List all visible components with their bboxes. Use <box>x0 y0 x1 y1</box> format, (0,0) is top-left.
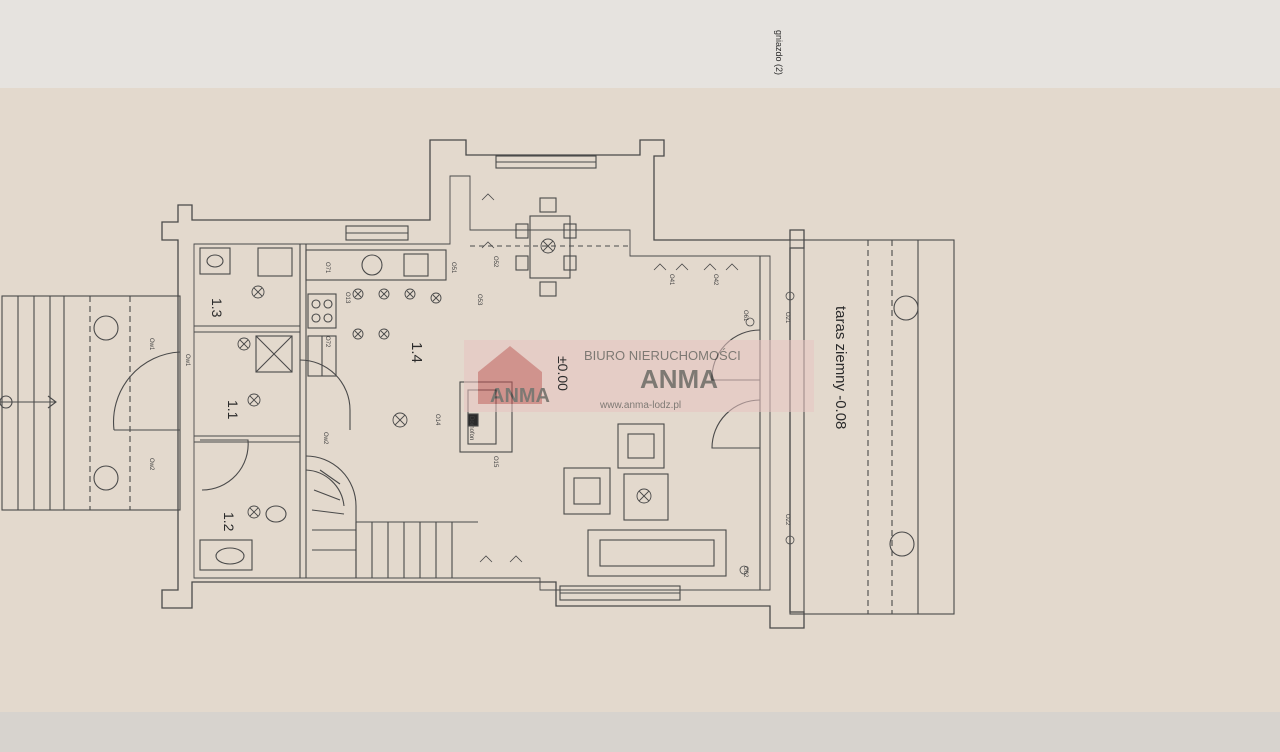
watermark-house-icon <box>478 346 542 404</box>
label-o51: O51 <box>450 262 456 274</box>
label-o72: O72 <box>324 336 330 348</box>
kitchen-counter <box>305 249 447 377</box>
interior-walls <box>194 244 761 590</box>
label-o41: O41 <box>668 274 674 286</box>
bathroom-fixtures <box>199 247 293 571</box>
bottom-window <box>559 585 681 601</box>
room-label-1-4: 1.4 <box>408 342 425 363</box>
level-label: ±0.00 <box>555 356 571 391</box>
light-fixtures <box>237 238 652 519</box>
label-o22: O22 <box>784 514 790 526</box>
label-o71: O71 <box>324 262 330 274</box>
staircase <box>305 455 478 578</box>
label-o14: O14 <box>434 414 440 426</box>
label-domofon: Domofon <box>468 416 474 440</box>
terrace-label: taras ziemny -0.08 <box>832 306 849 429</box>
label-o42: O42 <box>712 274 718 286</box>
room-label-1-1: 1.1 <box>225 400 241 420</box>
top-window <box>345 155 597 241</box>
ground-terrace <box>789 239 955 615</box>
paper-bottom-margin <box>0 712 1280 752</box>
paper-top-margin <box>0 0 1280 100</box>
corner-note: gniazdo (2) <box>774 30 784 75</box>
label-ow2: Ow2 <box>148 458 154 471</box>
dining-set <box>470 197 630 297</box>
watermark-logo-text: ANMA <box>490 385 550 407</box>
label-o21: O21 <box>784 312 790 324</box>
label-o53: O53 <box>476 294 482 306</box>
entrance-porch <box>0 295 181 511</box>
label-owk2: Ow2 <box>322 432 328 445</box>
socket-symbols <box>479 193 795 575</box>
label-o15: O15 <box>492 456 498 468</box>
label-o13: O13 <box>344 292 350 304</box>
room-label-1-3: 1.3 <box>209 298 225 318</box>
label-owk1: Ow1 <box>184 354 190 367</box>
watermark: ANMA BIURO NIERUCHOMOŚCI ANMA www.anma-l… <box>464 340 814 412</box>
label-o61: O61 <box>742 310 748 322</box>
watermark-url: www.anma-lodz.pl <box>599 400 681 411</box>
label-o52: O52 <box>492 256 498 268</box>
watermark-line2: ANMA <box>640 364 718 394</box>
label-ow1: Ow1 <box>148 338 154 351</box>
label-o62: O62 <box>742 566 748 578</box>
watermark-line1: BIURO NIERUCHOMOŚCI <box>584 348 741 363</box>
room-label-1-2: 1.2 <box>221 512 237 532</box>
living-furniture <box>563 423 727 577</box>
